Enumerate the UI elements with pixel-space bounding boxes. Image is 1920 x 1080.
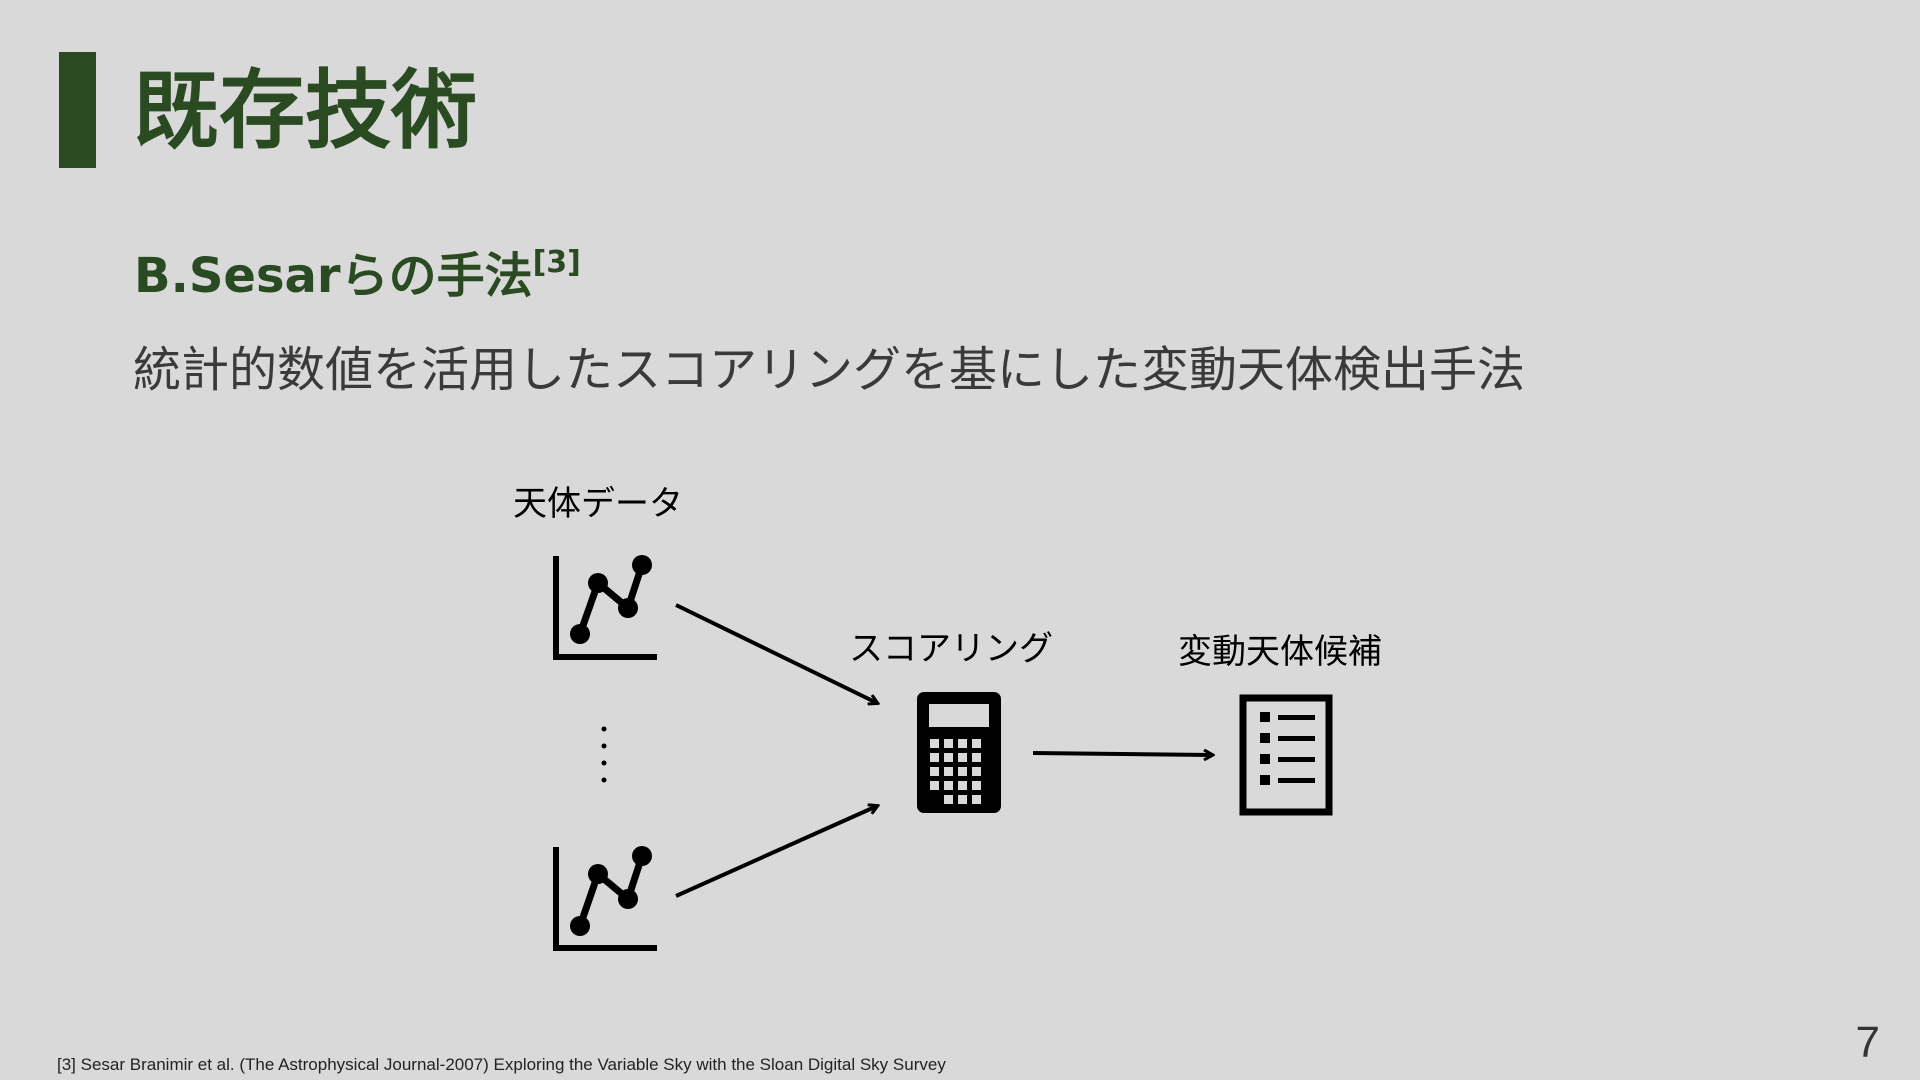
reference-footnote: [3] Sesar Branimir et al. (The Astrophys… — [57, 1055, 946, 1074]
arrow-bottom-to-scoring — [675, 806, 877, 898]
line-chart-icon — [553, 846, 657, 951]
ellipsis-dots — [601, 726, 607, 783]
page-number: 7 — [1855, 1018, 1880, 1067]
subtitle-text: B.Sesarらの手法 — [134, 248, 533, 304]
process-label: スコアリング — [849, 629, 1053, 669]
line-chart-icon — [553, 555, 657, 660]
calculator-icon — [917, 692, 1001, 813]
section-subtitle: B.Sesarらの手法[3] — [134, 244, 581, 308]
title-accent-bar — [59, 52, 96, 168]
arrow-top-to-scoring — [675, 603, 877, 703]
output-label: 変動天体候補 — [1178, 632, 1382, 672]
method-description: 統計的数値を活用したスコアリングを基にした変動天体検出手法 — [133, 342, 1526, 398]
page-title: 既存技術 — [133, 61, 477, 161]
subtitle-reference: [3] — [532, 245, 581, 280]
input-label: 天体データ — [513, 484, 683, 524]
arrow-scoring-to-output — [1032, 753, 1212, 755]
checklist-icon — [1239, 694, 1333, 816]
